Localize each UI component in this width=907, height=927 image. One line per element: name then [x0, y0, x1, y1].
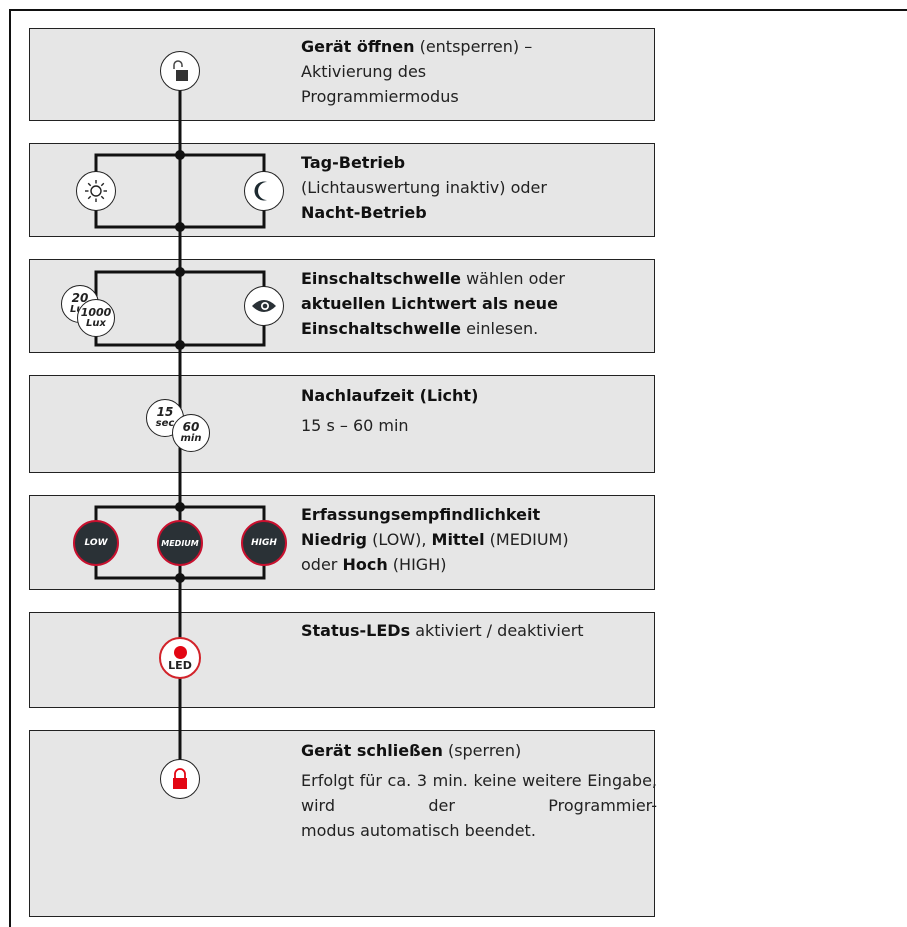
step-threshold-text: Einschaltschwelle wählen oder aktuellen …: [301, 266, 661, 341]
lux-1000-value: 1000: [80, 306, 112, 319]
step-open-title: Gerät öffnen: [301, 37, 415, 56]
step-panel-close: [29, 730, 655, 917]
step-threshold-line2: aktuellen Lichtwert als neue: [301, 294, 558, 313]
sun-icon: [76, 171, 116, 211]
step-sensitivity-text: Erfassungsempfindlichkeit Niedrig (LOW),…: [301, 502, 661, 577]
lock-icon: [160, 759, 200, 799]
step-panel-mode: [29, 143, 655, 237]
moon-icon: [244, 171, 284, 211]
status-led-icon: LED: [159, 637, 201, 679]
step-threshold-title: Einschaltschwelle: [301, 269, 461, 288]
frame-top-border: [9, 9, 907, 11]
step-sensitivity-title: Erfassungsempfindlichkeit: [301, 505, 541, 524]
step-mode-line2: (Lichtauswertung inaktiv) oder: [301, 178, 547, 197]
led-dot: [173, 645, 187, 659]
step-runtime-title: Nachlaufzeit (Licht): [301, 386, 479, 405]
step-panel-leds: [29, 612, 655, 708]
sensitivity-low-badge: LOW: [73, 520, 119, 566]
min-60-badge: 60 min: [172, 414, 210, 452]
frame-left-border: [9, 9, 11, 927]
step-close-paragraph: Erfolgt für ca. 3 min. keine weitere Ein…: [301, 771, 657, 815]
step-open-text: Gerät öffnen (entsperren) – Aktivierung …: [301, 34, 661, 109]
lux-1000-badge: 1000 Lux: [77, 299, 115, 337]
step-leds-title: Status-LEDs: [301, 621, 411, 640]
step-threshold-line3-bold: Einschaltschwelle: [301, 319, 461, 338]
step-mode-day-title: Tag-Betrieb: [301, 153, 406, 172]
step-runtime-range: 15 s – 60 min: [301, 416, 409, 435]
step-threshold-line3-rest: einlesen.: [460, 319, 539, 338]
step-panel-threshold: [29, 259, 655, 353]
step-sensitivity-low-text: (LOW),: [367, 530, 432, 549]
step-sensitivity-mid-bold: Mittel: [431, 530, 485, 549]
sensitivity-medium-badge: MEDIUM: [157, 520, 203, 566]
sec-15-value: 15: [156, 405, 174, 419]
step-mode-night-title: Nacht-Betrieb: [301, 203, 427, 222]
step-panel-runtime: [29, 375, 655, 473]
sensitivity-medium-label: MEDIUM: [161, 538, 199, 548]
step-open-line2: Aktivierung des: [301, 62, 427, 81]
step-sensitivity-mid-text: (MEDIUM): [484, 530, 569, 549]
sec-15-unit: sec: [155, 418, 175, 429]
step-leds-text: Status-LEDs aktiviert / deaktiviert: [301, 618, 661, 643]
step-threshold-suffix: wählen oder: [460, 269, 565, 288]
sensitivity-low-label: LOW: [84, 538, 108, 548]
step-panel-open: [29, 28, 655, 121]
led-label: LED: [168, 658, 192, 672]
step-runtime-text: Nachlaufzeit (Licht) 15 s – 60 min: [301, 383, 661, 438]
step-panel-sensitivity: [29, 495, 655, 590]
sensitivity-high-label: HIGH: [251, 538, 277, 548]
min-60-unit: min: [180, 433, 202, 444]
lux-1000-unit: Lux: [86, 318, 106, 329]
step-sensitivity-high-bold: Hoch: [342, 555, 388, 574]
step-leds-suffix: aktiviert / deaktiviert: [410, 621, 584, 640]
step-sensitivity-or-text: oder: [301, 555, 343, 574]
unlock-icon: [160, 51, 200, 91]
lux-20-value: 20: [71, 291, 89, 305]
step-close-text: Gerät schließen (sperren) Erfolgt für ca…: [301, 738, 657, 843]
eye-icon: [244, 286, 284, 326]
min-60-value: 60: [182, 420, 200, 434]
sensitivity-high-badge: HIGH: [241, 520, 287, 566]
step-close-title: Gerät schließen: [301, 741, 443, 760]
step-open-line3: Programmiermodus: [301, 87, 459, 106]
step-sensitivity-low-bold: Niedrig: [301, 530, 368, 549]
step-close-suffix: (sperren): [442, 741, 522, 760]
step-close-paragraph-end: modus automatisch beendet.: [301, 821, 536, 840]
step-mode-text: Tag-Betrieb (Lichtauswertung inaktiv) od…: [301, 150, 661, 225]
step-sensitivity-high-text: (HIGH): [387, 555, 447, 574]
step-open-suffix: (entsperren) –: [414, 37, 533, 56]
